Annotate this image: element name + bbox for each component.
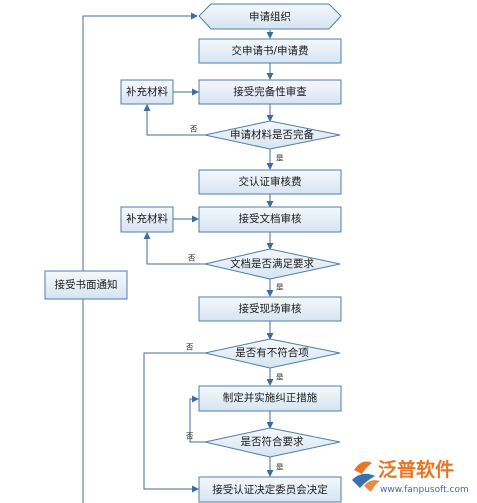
watermark-url: www.fanpusoft.com: [380, 485, 469, 495]
start-label: 申请组织: [249, 10, 291, 23]
nonconformity-label: 是否有不符合项: [235, 346, 309, 359]
edge-incomplete-supplement: [143, 104, 205, 136]
onsite-review-label: 接受现场审核: [239, 302, 302, 315]
watermark-logo: 泛普软件 www.fanpusoft.com: [352, 458, 469, 495]
watermark-name: 泛普软件: [378, 458, 454, 481]
no-label-3: 否: [186, 343, 194, 352]
no-label-1: 否: [190, 125, 198, 134]
cert-fee-label: 交认证审核费: [239, 175, 302, 188]
yes-label-2: 是: [276, 283, 284, 292]
yes-label-4: 是: [276, 463, 284, 472]
nonconformity-diamond: [204, 338, 341, 369]
supplement-label-2: 补充材料: [126, 212, 168, 225]
doc-review-box: [198, 206, 342, 233]
submit-application-box: [198, 38, 342, 64]
yes-label-1: 是: [276, 154, 284, 163]
cert-fee-box: [198, 169, 342, 195]
doc-review-label: 接受文档审核: [239, 212, 302, 225]
edge-docsnotok-supplement: [143, 232, 205, 265]
edge-notmeet-corrective: [189, 395, 205, 443]
no-label-4: 否: [186, 432, 194, 441]
written-notice-label: 接受书面通知: [55, 278, 118, 291]
is-complete-label: 申请材料是否完备: [230, 128, 314, 141]
docs-meet-req-diamond: [204, 248, 341, 280]
connectors: [82, 12, 274, 503]
supplement-box-1: [120, 79, 174, 105]
start-node: [198, 3, 342, 30]
committee-decision-box: [198, 476, 342, 503]
edge-notice-start: [82, 12, 198, 271]
yes-label-3: 是: [276, 373, 284, 382]
completeness-review-label: 接受完备性审查: [233, 85, 307, 98]
written-notice-box: [44, 270, 128, 300]
meets-req-diamond: [204, 427, 341, 458]
fanpu-logo-icon: [352, 461, 380, 492]
onsite-review-box: [198, 296, 342, 322]
committee-decision-label: 接受认证决定委员会决定: [212, 483, 328, 496]
edge-nonconf-no-decision: [143, 352, 205, 493]
is-complete-diamond: [204, 120, 341, 150]
corrective-actions-label: 制定并实施纠正措施: [223, 391, 318, 404]
submit-application-label: 交申请书/申请费: [231, 44, 308, 57]
no-label-2: 否: [188, 254, 196, 263]
meets-req-label: 是否符合要求: [241, 435, 304, 448]
corrective-actions-box: [198, 385, 342, 412]
supplement-box-2: [120, 206, 174, 233]
completeness-review-box: [198, 79, 342, 105]
docs-meet-req-label: 文档是否满足要求: [230, 257, 314, 270]
supplement-label-1: 补充材料: [126, 85, 168, 98]
